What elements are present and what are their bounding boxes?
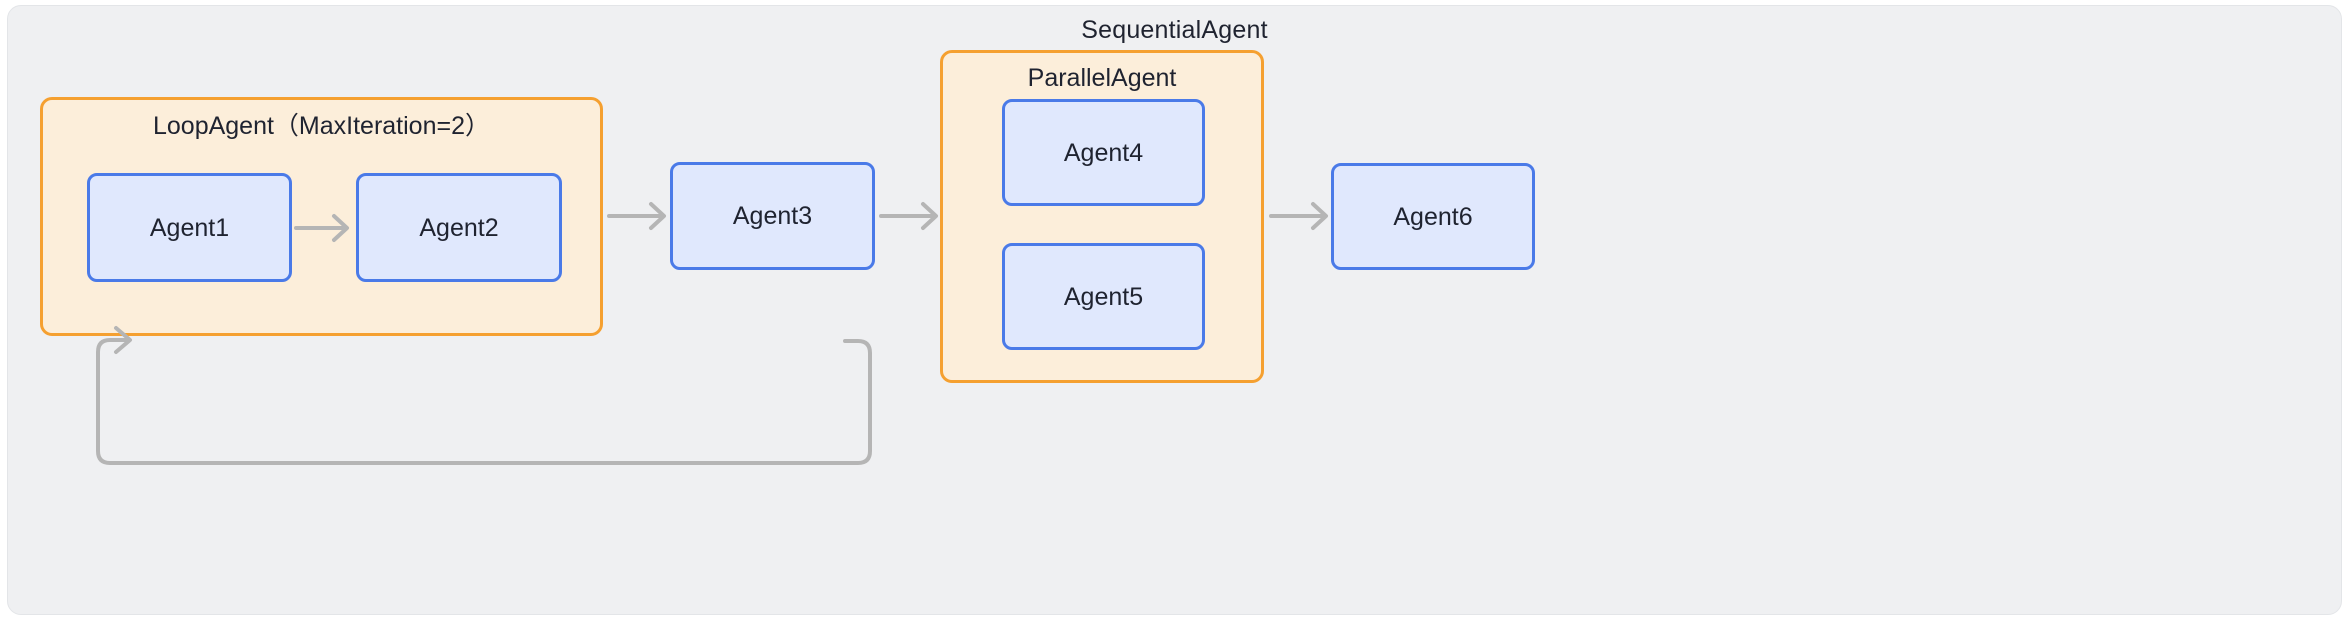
node-agent2[interactable]: Agent2 [356,173,562,282]
node-agent2-label: Agent2 [419,213,499,242]
node-agent3-label: Agent3 [732,202,813,230]
loop-agent-title: LoopAgent（MaxIteration=2） [152,112,490,140]
node-agent1[interactable]: Agent1 [87,173,292,282]
node-agent6[interactable]: Agent6 [1331,163,1535,270]
parallel-agent-title: ParallelAgent [1027,64,1177,92]
node-agent4-label: Agent4 [1063,138,1144,167]
node-agent5-label: Agent5 [1063,282,1144,311]
node-agent3[interactable]: Agent3 [670,162,875,270]
node-agent1-label: Agent1 [149,213,230,242]
node-agent6-label: Agent6 [1393,202,1473,231]
node-agent4[interactable]: Agent4 [1002,99,1205,206]
node-agent5[interactable]: Agent5 [1002,243,1205,350]
sequential-agent-title: SequentialAgent [1081,16,1268,44]
